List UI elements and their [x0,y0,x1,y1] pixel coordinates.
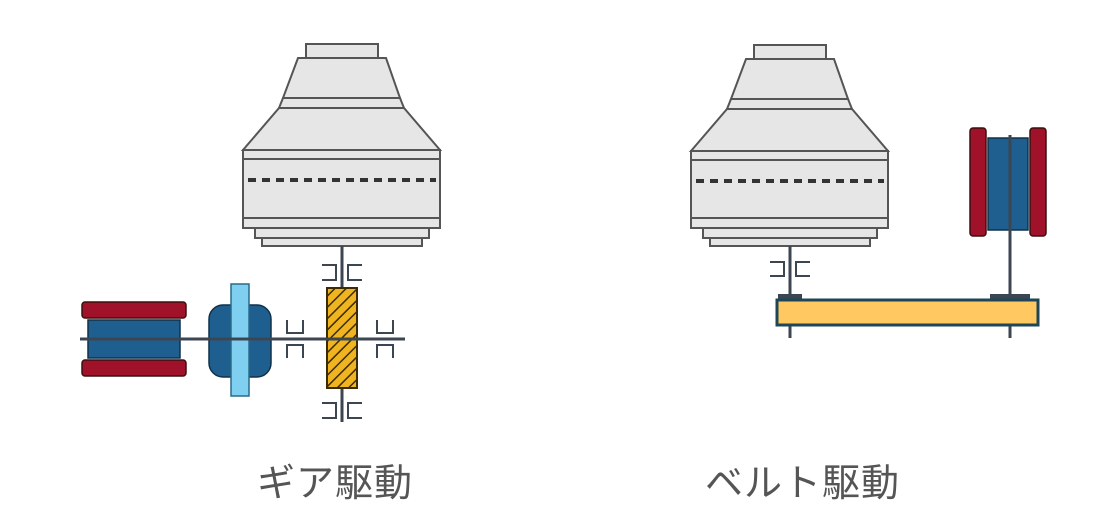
bearing-icon-shaft-left [286,320,304,358]
gear-drive-diagram [80,43,443,422]
coupling-icon [200,283,280,397]
motor-icon-left [80,301,190,377]
crusher-housing-right [688,44,891,247]
motor-icon-right [969,127,1047,240]
pulley-hub-right [990,294,1030,302]
belt-drive-caption: ベルト駆動 [705,461,901,505]
belt-icon [775,298,1040,327]
belt-drive-diagram [688,44,1047,338]
pulley-hub-left [778,294,802,302]
bearing-icon-shaft-right [376,320,394,358]
bearing-icon-right [770,261,810,277]
crusher-housing-left [240,43,443,247]
bearing-icon-bottom-left [322,402,362,419]
bearing-icon-top-left [322,264,362,281]
gear-drive-caption: ギア駆動 [257,461,414,505]
